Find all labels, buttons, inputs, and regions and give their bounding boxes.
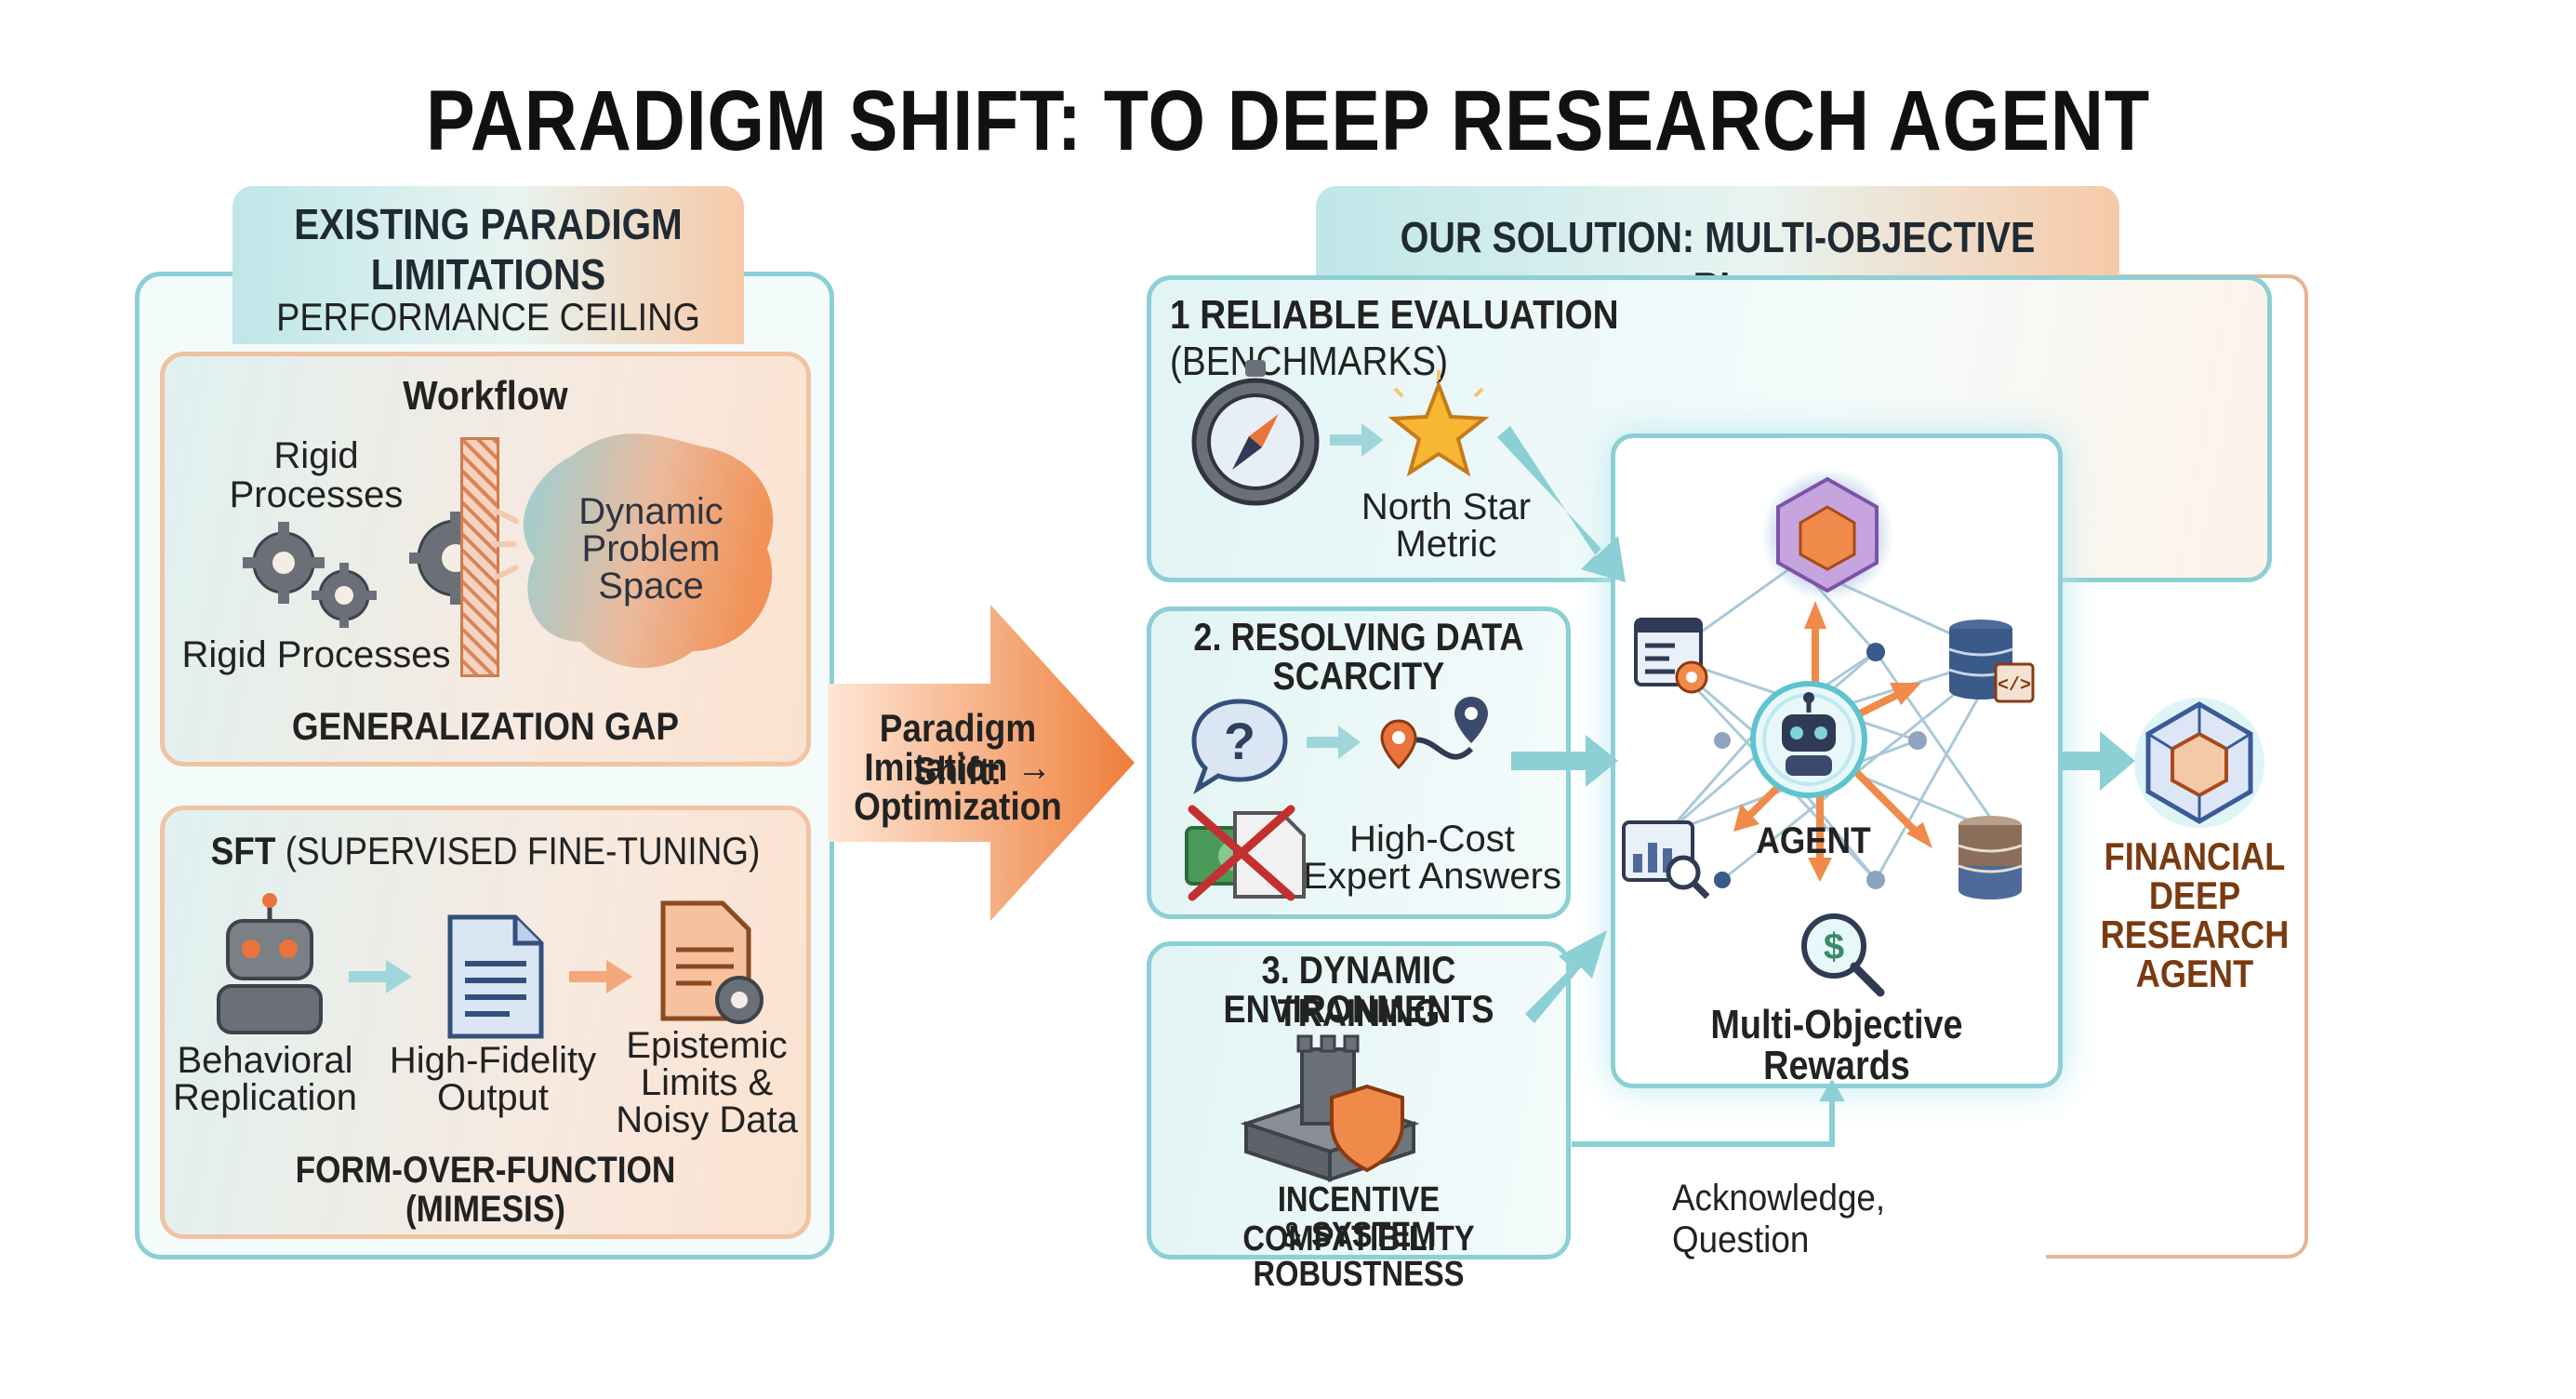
behavioral-replication-line1: Behavioral	[177, 1040, 353, 1081]
dynamic-problem-blob	[491, 433, 774, 669]
high-cost-line1: High-Cost	[1349, 819, 1515, 859]
document-icon	[447, 914, 544, 1039]
paradigm-shift-line1: Paradigm Shift:	[879, 706, 1037, 793]
epistemic-line3: Noisy Data	[616, 1099, 798, 1140]
multi-objective-line2: Rewards	[1763, 1043, 1910, 1088]
high-cost-line2: Expert Answers	[1303, 856, 1561, 897]
route-icon	[1380, 697, 1488, 770]
rigid-wall	[460, 437, 499, 677]
dollar-search-icon: $	[1801, 913, 1885, 997]
behavioral-replication-line2: Replication	[173, 1077, 357, 1118]
output-line1: FINANCIAL	[2104, 834, 2286, 878]
svg-text:</>: </>	[1998, 675, 2031, 697]
star-icon	[1388, 370, 1490, 477]
question-bubble-icon: ?	[1191, 699, 1288, 795]
svg-text:?: ?	[1224, 712, 1255, 770]
no-money-icon	[1185, 805, 1306, 901]
tab-line-2: LIMITATIONS	[370, 250, 606, 299]
north-star-line1: North Star	[1361, 486, 1532, 527]
workflow-heading: Workflow	[403, 373, 568, 419]
gears-icon	[243, 522, 377, 628]
agent-label: AGENT	[1756, 820, 1871, 861]
compass-icon	[1191, 360, 1320, 506]
output-line3: RESEARCH	[2100, 913, 2290, 956]
rigid-processes-top-line2: Processes	[229, 474, 404, 515]
output-line4: AGENT	[2135, 952, 2254, 995]
high-fidelity-line2: Output	[436, 1077, 550, 1118]
page-title: PARADIGM SHIFT: TO DEEP RESEARCH AGENT	[425, 73, 2151, 168]
training-environments-box	[1147, 941, 1571, 1259]
epistemic-line2: Limits &	[640, 1062, 774, 1103]
arrow-right-icon	[349, 960, 412, 993]
cube-icon	[1760, 468, 1894, 602]
sft-heading: SFT (SUPERVISED FINE-TUNING)	[199, 829, 772, 873]
training-environments-heading-line1: 3. DYNAMIC TRAINING	[1261, 948, 1456, 1035]
evaluation-heading: 1 RELIABLE EVALUATION (BENCHMARKS)	[1170, 292, 1906, 385]
database-icon	[1958, 816, 2023, 899]
evaluation-heading-rest: (BENCHMARKS)	[1170, 339, 1449, 384]
sft-heading-rest: (SUPERVISED FINE-TUNING)	[275, 829, 761, 873]
data-scarcity-heading-line2: SCARCITY	[1272, 654, 1445, 698]
arrow-right-icon	[1330, 423, 1384, 457]
feedback-label: Acknowledge, Question	[1672, 1178, 1886, 1260]
browser-settings-icon	[1634, 618, 1708, 694]
svg-text:$: $	[1824, 926, 1844, 967]
mimesis-label: (MIMESIS)	[405, 1189, 566, 1230]
paradigm-shift-line2: Imitation →	[864, 745, 1052, 789]
incentive-compatibility-label: INCENTIVE COMPATIBILITY	[1242, 1180, 1475, 1259]
dynamic-problem-line1: Dynamic	[578, 491, 724, 532]
rigid-processes-top-line1: Rigid	[273, 435, 359, 476]
output-line2: DEEP	[2148, 873, 2241, 917]
noisy-document-icon	[660, 900, 764, 1024]
generalization-gap-label: GENERALIZATION GAP	[291, 704, 680, 748]
financial-agent-cube-icon	[2134, 698, 2264, 828]
existing-paradigm-tab: EXISTING PARADIGM LIMITATIONS	[232, 186, 744, 344]
high-fidelity-line1: High-Fidelity	[389, 1040, 597, 1081]
analytics-search-icon	[1622, 820, 1710, 899]
training-environments-heading-line2: ENVIRONMENTS	[1223, 987, 1494, 1031]
rigid-processes-bottom: Rigid Processes	[181, 634, 451, 675]
paradigm-shift-line3: Optimization	[854, 784, 1062, 828]
robot-icon	[217, 893, 323, 1034]
dynamic-problem-line2: Problem	[581, 528, 721, 569]
data-scarcity-heading-line1: 2. RESOLVING DATA	[1193, 615, 1524, 659]
evaluation-heading-bold: 1 RELIABLE EVALUATION	[1170, 292, 1619, 338]
multi-objective-line1: Multi-Objective	[1710, 1002, 1963, 1047]
paradigm-shift-arrow	[828, 605, 1135, 921]
epistemic-line1: Epistemic	[626, 1025, 788, 1066]
arrow-right-icon	[569, 960, 632, 993]
form-over-function-label: FORM-OVER-FUNCTION	[295, 1150, 676, 1191]
sft-heading-bold: SFT	[210, 829, 276, 873]
fortress-shield-icon	[1240, 1034, 1420, 1182]
database-code-icon: </>	[1948, 620, 2035, 703]
tab-line-1: EXISTING PARADIGM	[294, 200, 683, 248]
system-robustness-label: & SYSTEM ROBUSTNESS	[1253, 1216, 1465, 1294]
agent-robot-icon	[1750, 681, 1867, 798]
dynamic-problem-line3: Space	[598, 566, 704, 606]
arrow-right-icon	[1307, 726, 1361, 759]
north-star-line2: Metric	[1395, 524, 1497, 565]
performance-ceiling-label: PERFORMANCE CEILING	[276, 295, 700, 339]
